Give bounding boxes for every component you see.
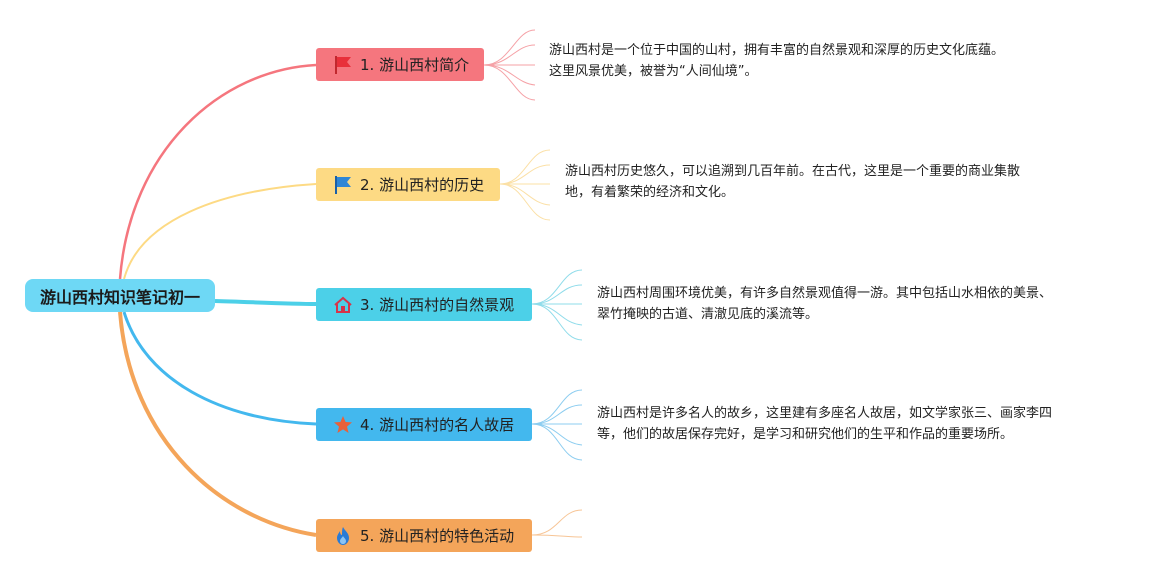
connector-5 <box>118 311 317 537</box>
connector-1 <box>118 63 317 280</box>
branch-text-residences: 游山西村是许多名人的故乡，这里建有多座名人故居，如文学家张三、画家李四 等，他们… <box>597 403 1117 445</box>
branch-node-scenery[interactable]: 3. 游山西村的自然景观 <box>316 288 532 321</box>
star-icon <box>332 414 354 436</box>
branch-label: 3. 游山西村的自然景观 <box>360 296 515 314</box>
root-node[interactable]: 游山西村知识笔记初一 <box>25 279 215 312</box>
text-line: 翠竹掩映的古道、清澈见底的溪流等。 <box>597 307 819 322</box>
fan-4 <box>531 389 583 461</box>
house-icon <box>332 294 354 316</box>
branch-text-intro: 游山西村是一个位于中国的山村，拥有丰富的自然景观和深厚的历史文化底蕴。 这里风景… <box>549 40 1069 82</box>
fan-1 <box>483 29 536 101</box>
branch-node-residences[interactable]: 4. 游山西村的名人故居 <box>316 408 532 441</box>
connector-4 <box>122 311 317 426</box>
flag-icon <box>332 54 354 76</box>
text-line: 地，有着繁荣的经济和文化。 <box>565 185 735 200</box>
fan-3 <box>531 269 583 341</box>
connector-3 <box>214 299 317 306</box>
connector-2 <box>123 183 317 280</box>
root-label: 游山西村知识笔记初一 <box>39 287 200 307</box>
branch-label: 2. 游山西村的历史 <box>360 176 485 194</box>
branch-text-scenery: 游山西村周围环境优美，有许多自然景观值得一游。其中包括山水相依的美景、 翠竹掩映… <box>597 283 1117 325</box>
branch-label: 5. 游山西村的特色活动 <box>360 527 515 545</box>
text-line: 游山西村是一个位于中国的山村，拥有丰富的自然景观和深厚的历史文化底蕴。 <box>549 43 1005 58</box>
branch-node-history[interactable]: 2. 游山西村的历史 <box>316 168 500 201</box>
text-line: 游山西村是许多名人的故乡，这里建有多座名人故居，如文学家张三、画家李四 <box>597 406 1053 421</box>
branch-label: 4. 游山西村的名人故居 <box>360 416 515 434</box>
fire-icon <box>332 525 354 547</box>
fan-2 <box>499 149 551 221</box>
branch-text-history: 游山西村历史悠久，可以追溯到几百年前。在古代，这里是一个重要的商业集散 地，有着… <box>565 161 1085 203</box>
text-line: 游山西村历史悠久，可以追溯到几百年前。在古代，这里是一个重要的商业集散 <box>565 164 1021 179</box>
branch-node-intro[interactable]: 1. 游山西村简介 <box>316 48 484 81</box>
branch-label: 1. 游山西村简介 <box>360 56 470 74</box>
text-line: 这里风景优美，被誉为“人间仙境”。 <box>549 64 758 79</box>
text-line: 游山西村周围环境优美，有许多自然景观值得一游。其中包括山水相依的美景、 <box>597 286 1053 301</box>
blue-flag-icon <box>332 174 354 196</box>
text-line: 等，他们的故居保存完好，是学习和研究他们的生平和作品的重要场所。 <box>597 427 1014 442</box>
fan-5 <box>531 509 583 538</box>
branch-node-activities[interactable]: 5. 游山西村的特色活动 <box>316 519 532 552</box>
